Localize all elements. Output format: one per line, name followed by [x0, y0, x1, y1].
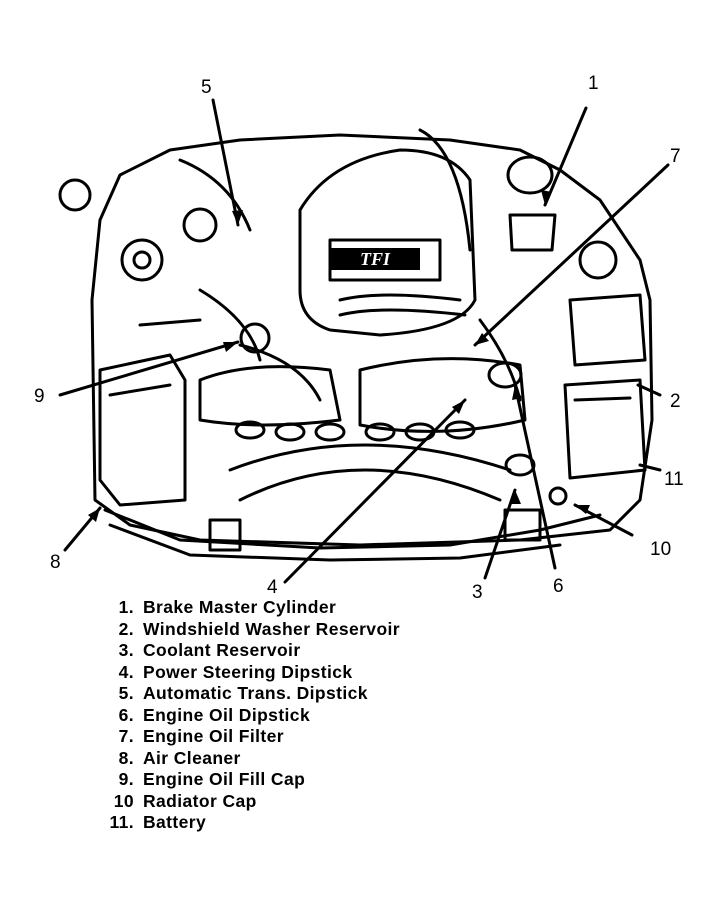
oil-fill-cap: [239, 322, 271, 354]
legend-item: 6. Engine Oil Dipstick: [96, 705, 516, 727]
legend-number: 5.: [118, 683, 134, 703]
leader-7: [473, 163, 670, 347]
washer-reservoir: [568, 293, 647, 367]
legend-text: Engine Oil Filter: [143, 726, 284, 746]
callout-8: 8: [50, 552, 61, 573]
legend-text: Brake Master Cylinder: [143, 597, 337, 617]
leader-2: [636, 383, 662, 397]
callout-11: 11: [664, 469, 684, 490]
master-cylinder: [506, 155, 554, 195]
legend-number: 9.: [118, 769, 134, 789]
engine-badge-text: TFI: [360, 249, 391, 269]
legend-text: Engine Oil Dipstick: [143, 704, 311, 725]
callout-3: 3: [472, 582, 483, 603]
callout-10: 10: [650, 539, 672, 560]
leader-3: [483, 488, 517, 580]
arrowhead-9: [223, 342, 238, 352]
oil-filter: [487, 361, 523, 389]
legend-text: Battery: [143, 812, 207, 832]
callout-2: 2: [670, 391, 681, 412]
legend-item: 2. Windshield Washer Reservoir: [96, 619, 516, 641]
arrowhead-8: [88, 508, 100, 522]
engine-bay-outline: [90, 133, 654, 547]
arrowhead-3: [510, 490, 521, 504]
legend-item: 8. Air Cleaner: [96, 748, 516, 770]
callout-9: 9: [34, 386, 45, 407]
leader-4: [283, 398, 467, 584]
legend-number: 7.: [118, 726, 134, 746]
component-legend: 1. Brake Master Cylinder 2. Windshield Was…: [96, 597, 516, 834]
legend-item: 1. Brake Master Cylinder: [96, 597, 516, 619]
arrowhead-4: [452, 400, 465, 414]
radiator-support: [103, 508, 602, 550]
legend-text: Radiator Cap: [143, 790, 257, 811]
legend-text: Coolant Reservoir: [143, 640, 301, 660]
legend-number: 2.: [118, 618, 134, 639]
legend-item: 9. Engine Oil Fill Cap: [96, 769, 516, 791]
legend-number: 1.: [118, 597, 134, 617]
leader-6: [513, 383, 557, 570]
leader-1: [543, 106, 588, 207]
legend-number: 10: [113, 790, 134, 811]
legend-item: 10 Radiator Cap: [96, 791, 516, 813]
legend-item: 3. Coolant Reservoir: [96, 640, 516, 662]
legend-text: Power Steering Dipstick: [143, 661, 353, 682]
legend-number: 3.: [118, 640, 134, 660]
arrowhead-6: [512, 385, 522, 400]
battery-box: [563, 378, 647, 480]
callout-6: 6: [553, 576, 564, 597]
callout-7: 7: [670, 146, 681, 167]
callout-1: 1: [588, 73, 599, 94]
engine-compartment-drawing: TFI: [58, 98, 670, 584]
legend-item: 5. Automatic Trans. Dipstick: [96, 683, 516, 705]
legend-number: 6.: [118, 704, 134, 725]
valve-cover-right: [358, 357, 527, 433]
valve-cover-left: [198, 365, 342, 427]
callout-4: 4: [267, 577, 278, 598]
leader-11: [638, 463, 662, 472]
legend-item: 7. Engine Oil Filter: [96, 726, 516, 748]
arrowhead-5: [232, 210, 243, 225]
legend-item: 4. Power Steering Dipstick: [96, 662, 516, 684]
air-cleaner-box: [98, 353, 187, 507]
intake-plenum: [298, 148, 477, 337]
legend-text: Air Cleaner: [143, 747, 241, 768]
arrowhead-1: [541, 190, 552, 205]
legend-number: 11.: [109, 812, 134, 832]
legend-item: 11. Battery: [96, 812, 516, 834]
legend-text: Automatic Trans. Dipstick: [143, 683, 368, 703]
arrowhead-10: [575, 505, 590, 514]
leader-5: [211, 98, 240, 227]
legend-text: Windshield Washer Reservoir: [143, 618, 401, 639]
legend-number: 8.: [118, 747, 134, 768]
leader-9: [58, 340, 240, 397]
callout-5: 5: [201, 77, 212, 98]
legend-text: Engine Oil Fill Cap: [143, 769, 306, 789]
engine-badge: [330, 248, 420, 270]
radiator-cap: [548, 486, 568, 506]
legend-number: 4.: [118, 661, 134, 682]
arrowhead-7: [475, 333, 489, 345]
